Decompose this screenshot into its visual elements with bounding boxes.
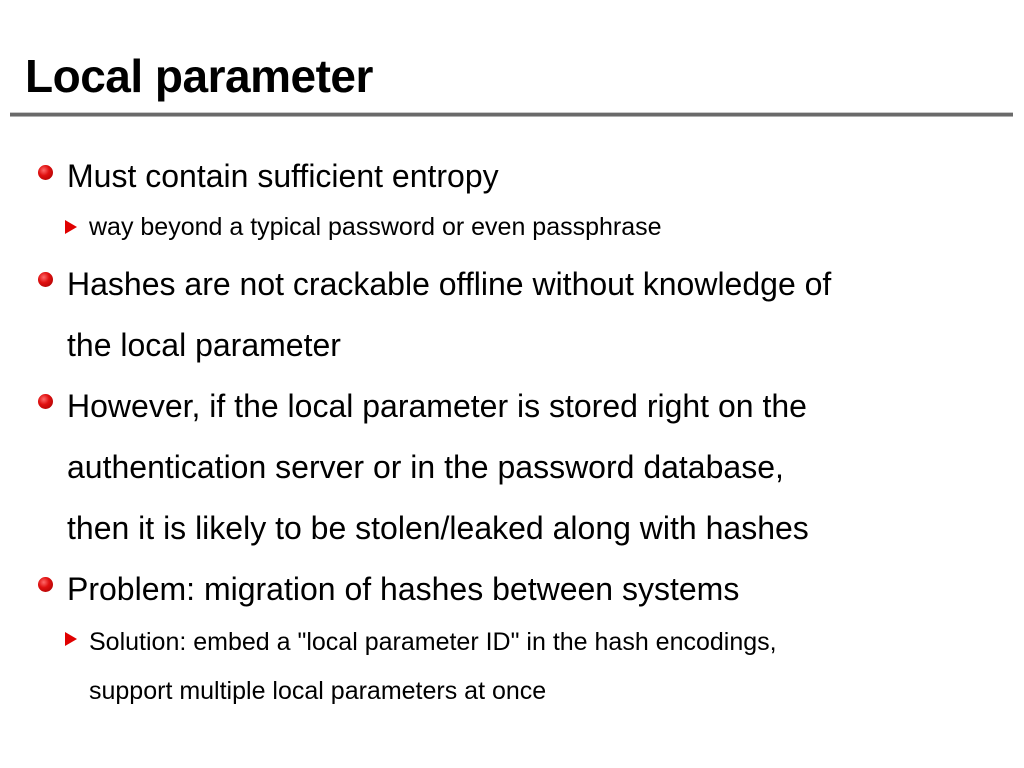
bullet-text: Hashes are not crackable offline without… bbox=[67, 254, 997, 376]
bullet-line: authentication server or in the password… bbox=[67, 449, 784, 485]
bullet-text: Problem: migration of hashes between sys… bbox=[67, 559, 997, 620]
bullet-dot-icon bbox=[38, 577, 53, 592]
sub-bullet-line: way beyond a typical password or even pa… bbox=[89, 213, 662, 241]
bullet-line: However, if the local parameter is store… bbox=[67, 388, 807, 424]
bullet-dot-icon bbox=[38, 165, 53, 180]
bullet-line: the local parameter bbox=[67, 327, 341, 363]
sub-bullet-text: way beyond a typical password or even pa… bbox=[89, 203, 1009, 252]
sub-bullet-line: support multiple local parameters at onc… bbox=[89, 677, 547, 705]
page-title: Local parameter bbox=[25, 50, 373, 102]
sub-bullet-text: Solution: embed a "local parameter ID" i… bbox=[89, 618, 1009, 716]
title-divider bbox=[10, 112, 1013, 117]
bullet-line: Must contain sufficient entropy bbox=[67, 158, 499, 194]
bullet-line: Hashes are not crackable offline without… bbox=[67, 266, 832, 302]
bullet-dot-icon bbox=[38, 272, 53, 287]
sub-bullet-triangle-icon bbox=[65, 632, 77, 646]
bullet-text: Must contain sufficient entropy bbox=[67, 146, 997, 207]
sub-bullet-line: Solution: embed a "local parameter ID" i… bbox=[89, 628, 777, 656]
bullet-line: Problem: migration of hashes between sys… bbox=[67, 571, 740, 607]
bullet-text: However, if the local parameter is store… bbox=[67, 376, 997, 559]
bullet-dot-icon bbox=[38, 394, 53, 409]
bullet-line: then it is likely to be stolen/leaked al… bbox=[67, 510, 809, 546]
sub-bullet-triangle-icon bbox=[65, 220, 77, 234]
